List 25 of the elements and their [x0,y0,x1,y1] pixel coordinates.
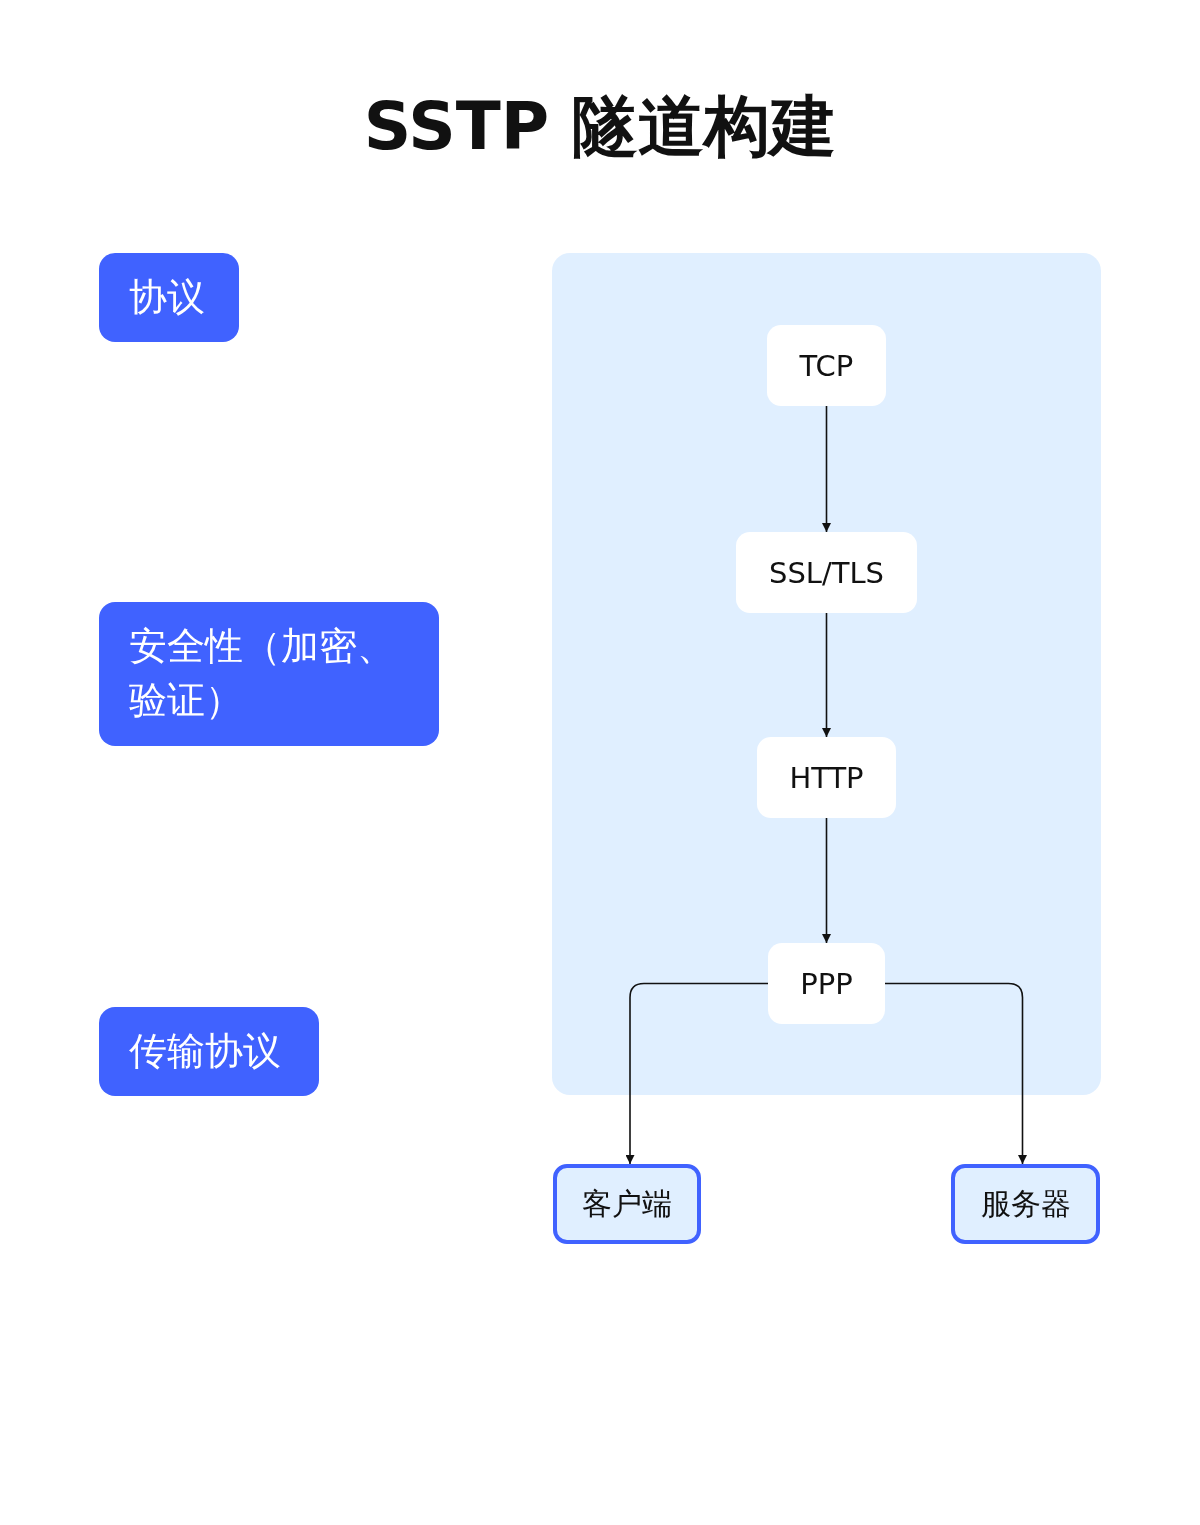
node-label: 安全性（加密、验证） [129,623,396,724]
process-box [736,532,917,613]
arrow [625,982,769,1165]
node-label: TCP [799,348,854,383]
title: SSTP 隧道构建 [362,87,838,167]
label-box [99,253,239,342]
process-box [768,943,885,1024]
group-panel [552,253,1101,1095]
node-label: HTTP [789,760,864,795]
arrow [884,982,1027,1165]
label-box [99,1007,319,1096]
node-label: 服务器 [980,1184,1071,1223]
node-label: 传输协议 [129,1027,281,1075]
node-label: 协议 [129,273,205,321]
label-box [99,602,439,746]
arrow [822,612,831,738]
process-box [767,325,886,406]
endpoint-box [951,1164,1100,1244]
arrow [822,405,831,533]
node-label: 客户端 [582,1184,672,1223]
node-label: SSL/TLS [769,555,884,590]
endpoint-box [553,1164,701,1244]
node-label: PPP [800,966,853,1001]
arrow [822,817,831,944]
process-box [757,737,896,818]
